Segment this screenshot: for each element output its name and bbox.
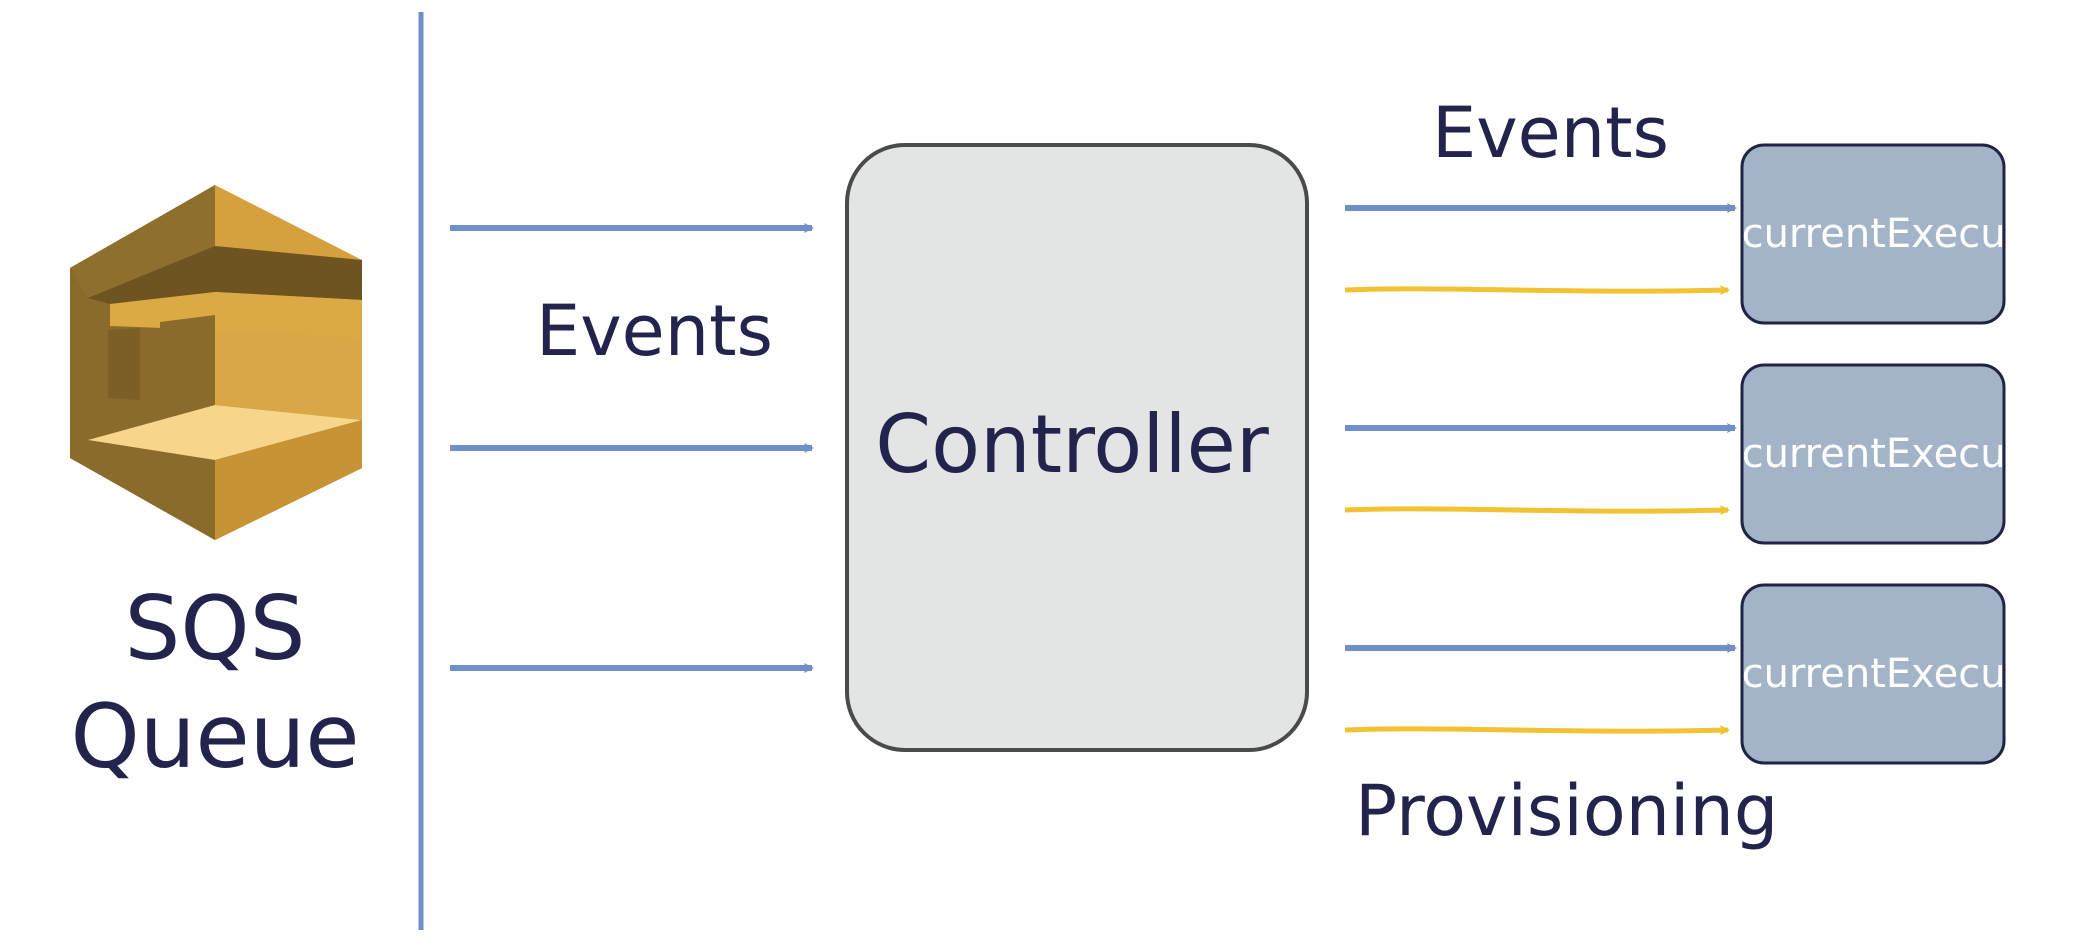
provisioning-arrow	[1344, 285, 1730, 296]
sqs-label-line2: Queue	[70, 685, 360, 788]
sqs-label-line1: SQS	[124, 577, 306, 680]
execution-line2: Execution	[1885, 651, 2083, 697]
concurrent-execution-label: Concurrent Execution	[1664, 585, 2082, 763]
incoming-events-label: Events	[536, 290, 774, 372]
provisioning-arrow	[1344, 505, 1730, 516]
execution-line2: Execution	[1885, 431, 2083, 477]
concurrent-execution-box	[1740, 363, 2006, 545]
concurrent-execution-box	[1740, 583, 2006, 765]
sqs-queue-icon	[70, 185, 362, 540]
execution-line1: Concurrent	[1663, 211, 1886, 257]
controller-label: Controller	[875, 398, 1269, 491]
controller-box	[845, 143, 1309, 752]
provisioning-arrow	[1344, 725, 1730, 736]
execution-line2: Execution	[1885, 211, 2083, 257]
provisioning-label: Provisioning	[1355, 770, 1779, 852]
execution-line1: Concurrent	[1663, 651, 1886, 697]
outgoing-events-label: Events	[1432, 92, 1670, 174]
concurrent-execution-label: Concurrent Execution	[1664, 145, 2082, 323]
sqs-queue-label: SQS Queue	[40, 575, 390, 791]
concurrent-execution-box	[1740, 143, 2006, 325]
execution-line1: Concurrent	[1663, 431, 1886, 477]
concurrent-execution-label: Concurrent Execution	[1664, 365, 2082, 543]
